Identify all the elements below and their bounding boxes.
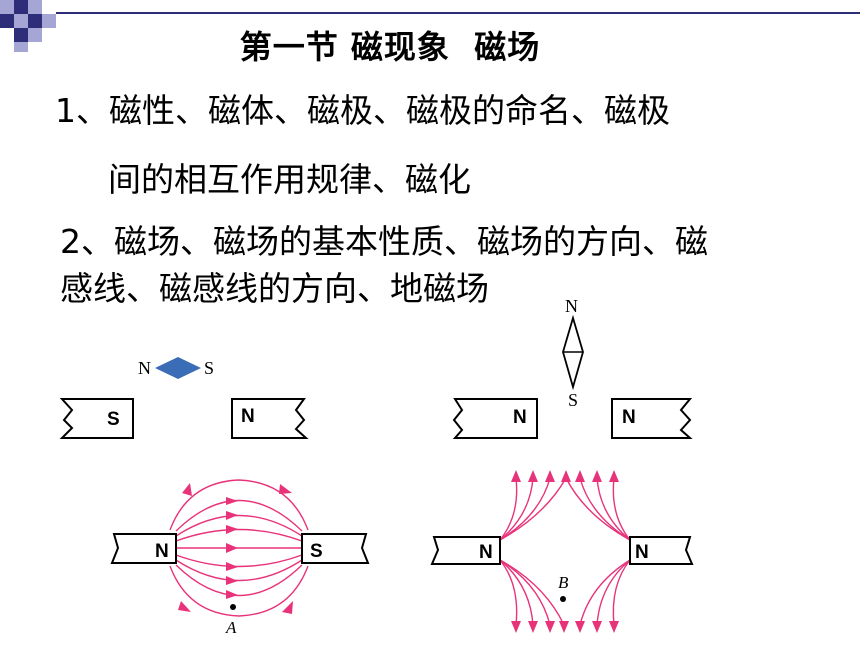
magnet-n-left [452,398,538,439]
corner-decoration [0,0,860,60]
magnet-n-4-left [430,536,501,565]
field-lines-attract [169,479,309,617]
needle-n-label: N [138,358,151,378]
item-1-line-2: 间的相互作用规律、磁化 [108,160,471,199]
magnet-n-left-label: N [513,407,527,428]
magnet-s-label: S [107,409,120,430]
field-arrows-attract [178,483,293,614]
item-1-text: 、磁性、磁体、磁极、磁极的命名、磁极 [76,91,670,130]
item-2-text: 、磁场、磁场的基本性质、磁场的方向、磁 [81,222,708,261]
item-1-line-1: 1、磁性、磁体、磁极、磁极的命名、磁极 [55,84,670,132]
field-arrows-repel [511,470,619,633]
field-lines-repel [499,477,631,626]
item-1-number: 1 [55,91,76,130]
magnet-n-label: N [241,406,255,427]
magnet-n-right-label: N [622,407,636,428]
needle-s-label: S [204,358,214,378]
magnet-n-3-label: N [155,541,169,562]
needle-bottom-label: S [568,390,578,410]
magnet-s-3 [301,533,370,564]
point-b-dot [560,596,566,602]
magnet-s-3-label: S [310,541,323,562]
item-2-number: 2 [60,222,81,261]
needle-top-label: N [565,296,578,316]
compass-needle [155,357,201,379]
figure-2: N S N N [452,296,693,439]
point-b-label: B [558,573,569,592]
figure-1: N S S N [59,357,309,439]
point-a-label: A [225,618,237,637]
magnet-n-4-left-label: N [479,542,493,563]
item-2-line-1: 2、磁场、磁场的基本性质、磁场的方向、磁 [60,215,708,263]
item-2-line-2: 感线、磁感线的方向、地磁场 [60,269,489,308]
magnet-n-3 [110,533,177,564]
slide-title: 第一节 磁现象 磁场 [239,28,541,66]
figure-4: N N B [430,470,694,633]
figure-3: N S A [110,479,370,637]
magnet-n-4-right-label: N [635,542,649,563]
magnet-s [59,398,134,439]
magnet-n-4-right [629,536,694,565]
magnet-n [231,398,309,439]
point-a-dot [230,604,236,610]
magnet-n-right [611,398,693,439]
